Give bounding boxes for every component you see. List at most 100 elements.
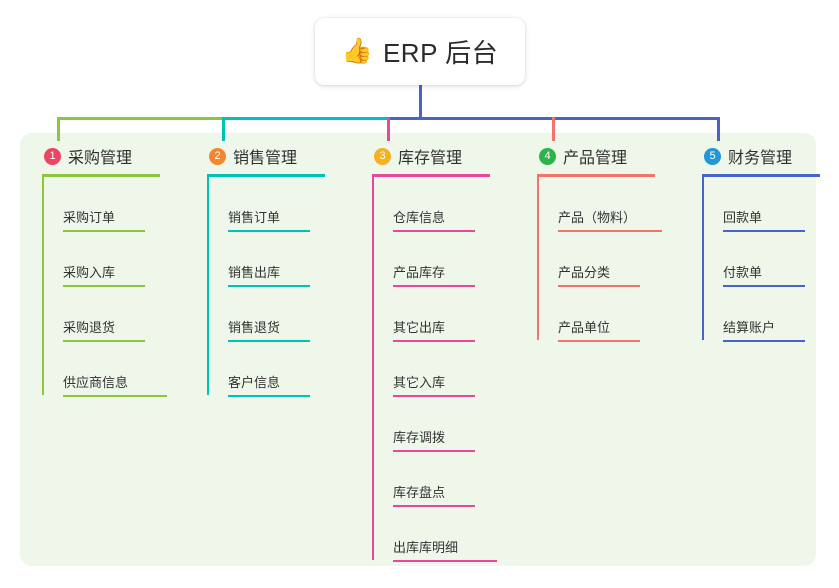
branch-item-underline bbox=[393, 505, 475, 507]
branch-number-badge: 3 bbox=[374, 147, 391, 165]
branch-item-label: 客户信息 bbox=[228, 375, 281, 390]
branch-item-label: 结算账户 bbox=[723, 320, 776, 335]
branch-item[interactable]: 销售出库 bbox=[218, 232, 357, 287]
branch-stub-5 bbox=[717, 117, 720, 141]
branch-spine bbox=[537, 177, 539, 340]
branch-item-underline bbox=[228, 340, 310, 342]
branch-item[interactable]: 采购退货 bbox=[53, 287, 192, 342]
branch-item-label: 出库库明细 bbox=[393, 540, 459, 555]
branch-item-underline bbox=[723, 340, 805, 342]
branch-title: 库存管理 bbox=[398, 150, 463, 167]
branch-item-list: 仓库信息产品库存其它出库其它入库库存调拨库存盘点出库库明细 bbox=[372, 177, 522, 562]
branch-item-label: 销售出库 bbox=[228, 265, 281, 280]
branch-title: 采购管理 bbox=[68, 150, 133, 167]
branch-number-badge: 2 bbox=[209, 147, 226, 165]
branch-item-underline bbox=[228, 230, 310, 232]
trunk-connector bbox=[419, 85, 422, 120]
branch-item[interactable]: 库存调拨 bbox=[383, 397, 522, 452]
branch-spine bbox=[42, 177, 44, 395]
branch-item-label: 销售退货 bbox=[228, 320, 281, 335]
bus-segment-1 bbox=[57, 117, 225, 120]
branch-item[interactable]: 产品（物料） bbox=[548, 177, 687, 232]
branch-header-2[interactable]: 2 销售管理 bbox=[207, 143, 357, 169]
branch-item[interactable]: 销售订单 bbox=[218, 177, 357, 232]
branch-item-label: 销售订单 bbox=[228, 210, 281, 225]
branch-item-label: 库存调拨 bbox=[393, 430, 446, 445]
branch-item[interactable]: 结算账户 bbox=[713, 287, 839, 342]
branch-item-label: 产品库存 bbox=[393, 265, 446, 280]
branch-item-label: 产品（物料） bbox=[558, 210, 637, 225]
branch-item-label: 采购退货 bbox=[63, 320, 116, 335]
root-node-card[interactable]: 👍 ERP 后台 bbox=[315, 18, 525, 85]
branch-item-label: 付款单 bbox=[723, 265, 763, 280]
branch-item[interactable]: 产品库存 bbox=[383, 232, 522, 287]
branch-item-underline bbox=[393, 560, 497, 562]
branch-item[interactable]: 库存盘点 bbox=[383, 452, 522, 507]
branch-item-underline bbox=[723, 285, 805, 287]
branch-stub-3 bbox=[387, 117, 390, 141]
branch-item[interactable]: 产品单位 bbox=[548, 287, 687, 342]
branch-item[interactable]: 付款单 bbox=[713, 232, 839, 287]
branch-item-underline bbox=[393, 450, 475, 452]
root-node-label: ERP 后台 bbox=[382, 38, 499, 68]
branch-item[interactable]: 采购订单 bbox=[53, 177, 192, 232]
branch-item[interactable]: 供应商信息 bbox=[53, 342, 192, 397]
content-panel bbox=[20, 133, 816, 566]
branch-column-2: 2 销售管理销售订单销售出库销售退货客户信息 bbox=[207, 143, 357, 397]
branch-item-label: 其它入库 bbox=[393, 375, 446, 390]
branch-item-underline bbox=[63, 285, 145, 287]
branch-item-list: 采购订单采购入库采购退货供应商信息 bbox=[42, 177, 192, 397]
branch-item-underline bbox=[393, 230, 475, 232]
bus-segment-3 bbox=[387, 117, 555, 120]
branch-item[interactable]: 产品分类 bbox=[548, 232, 687, 287]
branch-item-label: 采购订单 bbox=[63, 210, 116, 225]
branch-item-list: 回款单付款单结算账户 bbox=[702, 177, 839, 342]
branch-underline bbox=[207, 174, 325, 177]
branch-number-badge: 1 bbox=[44, 147, 61, 165]
branch-underline bbox=[372, 174, 490, 177]
branch-item-underline bbox=[393, 340, 475, 342]
branch-item[interactable]: 客户信息 bbox=[218, 342, 357, 397]
branch-column-3: 3 库存管理仓库信息产品库存其它出库其它入库库存调拨库存盘点出库库明细 bbox=[372, 143, 522, 562]
branch-item-label: 库存盘点 bbox=[393, 485, 446, 500]
branch-item-label: 回款单 bbox=[723, 210, 763, 225]
thumbs-up-icon: 👍 bbox=[341, 37, 373, 65]
branch-stub-4 bbox=[552, 117, 555, 141]
branch-item-underline bbox=[228, 395, 310, 397]
branch-item[interactable]: 回款单 bbox=[713, 177, 839, 232]
branch-item-list: 产品（物料） 产品分类产品单位 bbox=[537, 177, 687, 342]
branch-item[interactable]: 销售退货 bbox=[218, 287, 357, 342]
branch-item-label: 产品分类 bbox=[558, 265, 611, 280]
branch-item-label: 采购入库 bbox=[63, 265, 116, 280]
branch-title: 产品管理 bbox=[563, 150, 628, 167]
branch-underline bbox=[42, 174, 160, 177]
branch-item-label: 供应商信息 bbox=[63, 375, 129, 390]
branch-item-underline bbox=[393, 285, 475, 287]
branch-number-badge: 5 bbox=[704, 147, 721, 165]
branch-item-underline bbox=[558, 285, 640, 287]
branch-stub-1 bbox=[57, 117, 60, 141]
branch-item-underline bbox=[228, 285, 310, 287]
branch-item[interactable]: 仓库信息 bbox=[383, 177, 522, 232]
branch-item[interactable]: 出库库明细 bbox=[383, 507, 522, 562]
branch-item-list: 销售订单销售出库销售退货客户信息 bbox=[207, 177, 357, 397]
branch-stub-2 bbox=[222, 117, 225, 141]
branch-item-label: 仓库信息 bbox=[393, 210, 446, 225]
branch-item[interactable]: 其它出库 bbox=[383, 287, 522, 342]
branch-item[interactable]: 其它入库 bbox=[383, 342, 522, 397]
branch-spine bbox=[207, 177, 209, 395]
branch-spine bbox=[372, 177, 374, 560]
branch-item-label: 产品单位 bbox=[558, 320, 611, 335]
branch-title: 销售管理 bbox=[233, 150, 298, 167]
branch-item-underline bbox=[393, 395, 475, 397]
branch-header-1[interactable]: 1 采购管理 bbox=[42, 143, 192, 169]
branch-header-3[interactable]: 3 库存管理 bbox=[372, 143, 522, 169]
branch-item[interactable]: 采购入库 bbox=[53, 232, 192, 287]
branch-underline bbox=[537, 174, 655, 177]
branch-column-1: 1 采购管理采购订单采购入库采购退货供应商信息 bbox=[42, 143, 192, 397]
branch-item-underline bbox=[63, 395, 167, 397]
